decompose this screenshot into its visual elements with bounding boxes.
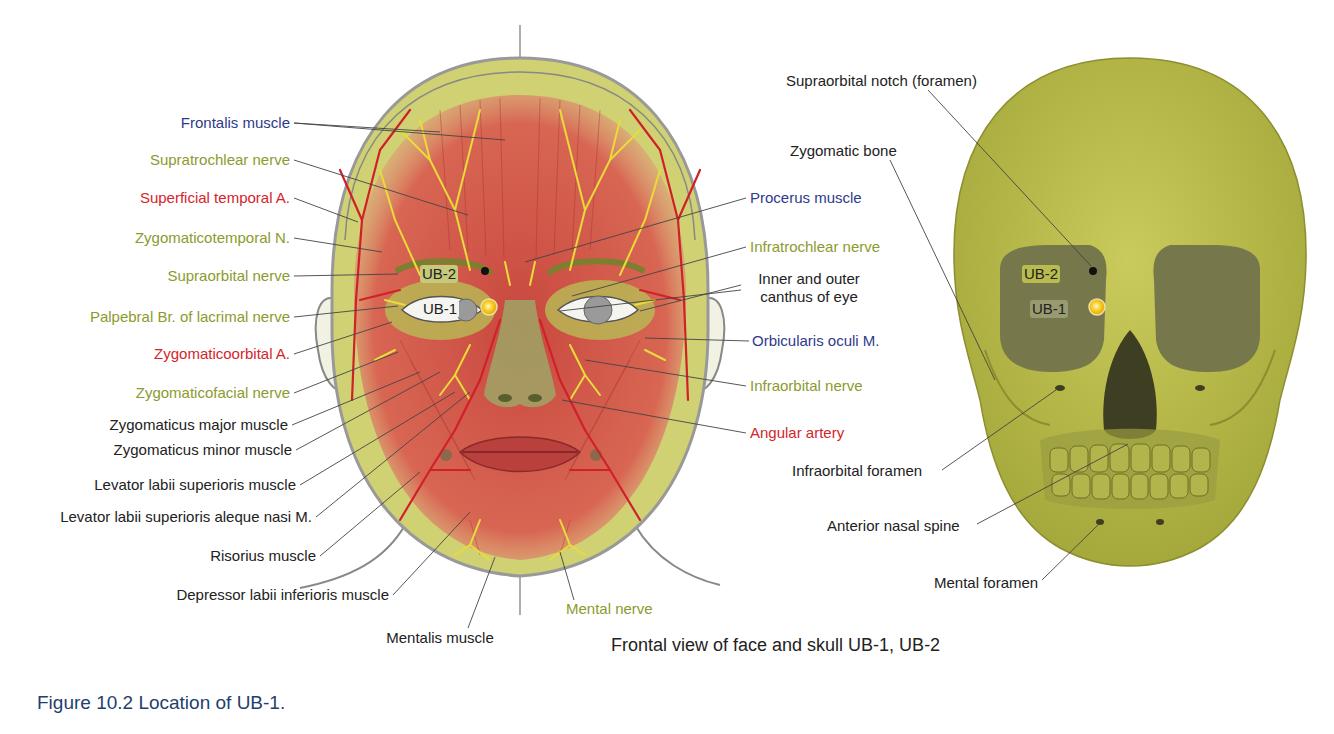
figure-caption: Figure 10.2 Location of UB-1. (37, 691, 285, 714)
artery-label: Zygomaticoorbital A. (154, 345, 290, 363)
muscle-label: Levator labii superioris aleque nasi M. (60, 508, 312, 526)
muscle-label: Zygomaticus minor muscle (114, 441, 292, 459)
point-label: UB-2 (420, 265, 458, 283)
artery-label: Angular artery (750, 424, 844, 442)
artery-label: Superficial temporal A. (140, 189, 290, 207)
bone-label: Infraorbital foramen (792, 462, 922, 480)
nerve-label: Supraorbital nerve (167, 267, 290, 285)
bone-label: Anterior nasal spine (827, 517, 960, 535)
muscle-label: Risorius muscle (210, 547, 316, 565)
nerve-label: Palpebral Br. of lacrimal nerve (90, 308, 290, 326)
nerve-label: Infraorbital nerve (750, 377, 863, 395)
point-label: UB-1 (1030, 300, 1068, 318)
nerve-label: Infratrochlear nerve (750, 238, 880, 256)
landmark-label: Inner and outer canthus of eye (745, 270, 873, 306)
bone-label: Zygomatic bone (790, 142, 897, 160)
nerve-label: Zygomaticotemporal N. (135, 229, 290, 247)
muscle-label: Orbicularis oculi M. (752, 332, 880, 350)
muscle-label: Mentalis muscle (386, 629, 494, 647)
muscle-label: Procerus muscle (750, 189, 862, 207)
point-label: UB-2 (1022, 265, 1060, 283)
muscle-label: Levator labii superioris muscle (94, 476, 296, 494)
bone-label: Mental foramen (934, 574, 1038, 592)
nerve-label: Supratrochlear nerve (150, 151, 290, 169)
nerve-label: Mental nerve (566, 600, 653, 618)
muscle-label: Depressor labii inferioris muscle (176, 586, 389, 604)
muscle-label: Zygomaticus major muscle (110, 416, 288, 434)
nerve-label: Zygomaticofacial nerve (136, 384, 290, 402)
figure-subtitle: Frontal view of face and skull UB-1, UB-… (611, 634, 940, 656)
muscle-label: Frontalis muscle (181, 114, 290, 132)
bone-label: Supraorbital notch (foramen) (786, 72, 977, 90)
point-label: UB-1 (421, 300, 459, 318)
